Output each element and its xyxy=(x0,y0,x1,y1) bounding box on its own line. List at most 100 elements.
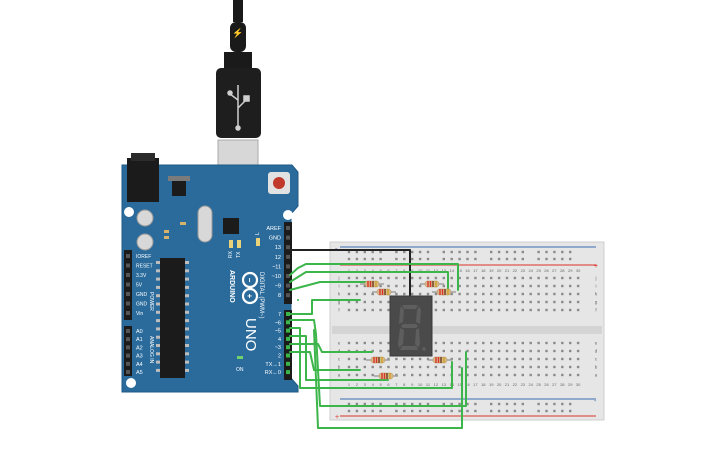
breadboard-hole[interactable] xyxy=(497,292,501,296)
breadboard-hole[interactable] xyxy=(466,284,469,288)
header-pin[interactable] xyxy=(126,273,130,277)
breadboard-hole[interactable] xyxy=(521,349,524,353)
breadboard-hole[interactable] xyxy=(403,284,406,288)
breadboard-hole[interactable] xyxy=(426,373,430,377)
breadboard-hole[interactable] xyxy=(521,284,524,288)
breadboard-hole[interactable] xyxy=(505,357,509,361)
breadboard-hole[interactable] xyxy=(371,341,374,345)
breadboard-hole[interactable] xyxy=(513,349,517,353)
breadboard-hole[interactable] xyxy=(418,276,422,280)
breadboard-hole[interactable] xyxy=(490,292,493,296)
breadboard-hole[interactable] xyxy=(466,373,469,377)
header-pin[interactable] xyxy=(126,254,130,258)
breadboard-hole[interactable] xyxy=(379,300,382,304)
breadboard-hole[interactable] xyxy=(529,284,532,288)
breadboard-hole[interactable] xyxy=(474,357,477,361)
breadboard-hole[interactable] xyxy=(545,300,548,304)
reset-button[interactable] xyxy=(273,177,285,189)
breadboard-hole[interactable] xyxy=(355,357,359,361)
wire-pin-10[interactable] xyxy=(289,271,449,291)
header-pin[interactable] xyxy=(286,235,290,240)
breadboard-hole[interactable] xyxy=(411,357,414,361)
breadboard-hole[interactable] xyxy=(466,365,469,369)
breadboard-hole[interactable] xyxy=(561,373,564,377)
breadboard-hole[interactable] xyxy=(537,365,540,369)
breadboard-hole[interactable] xyxy=(497,284,501,288)
header-pin[interactable] xyxy=(126,329,130,333)
breadboard-hole[interactable] xyxy=(545,250,548,254)
breadboard-hole[interactable] xyxy=(490,257,493,261)
breadboard-hole[interactable] xyxy=(442,349,445,353)
breadboard-hole[interactable] xyxy=(371,349,374,353)
breadboard-hole[interactable] xyxy=(537,276,540,280)
breadboard-hole[interactable] xyxy=(497,357,501,361)
breadboard-hole[interactable] xyxy=(497,341,501,345)
breadboard-hole[interactable] xyxy=(553,365,556,369)
breadboard-hole[interactable] xyxy=(576,365,580,369)
breadboard-hole[interactable] xyxy=(576,276,580,280)
breadboard-hole[interactable] xyxy=(442,308,445,312)
breadboard-hole[interactable] xyxy=(458,308,461,312)
breadboard-hole[interactable] xyxy=(387,365,390,369)
breadboard-hole[interactable] xyxy=(411,276,414,280)
breadboard-hole[interactable] xyxy=(505,284,509,288)
breadboard-hole[interactable] xyxy=(529,365,532,369)
wire-pin-5[interactable] xyxy=(289,327,453,389)
breadboard-hole[interactable] xyxy=(411,365,414,369)
breadboard-hole[interactable] xyxy=(545,349,548,353)
breadboard-hole[interactable] xyxy=(450,276,453,280)
breadboard-hole[interactable] xyxy=(442,365,445,369)
resistor[interactable] xyxy=(428,356,452,364)
breadboard-hole[interactable] xyxy=(497,250,501,254)
breadboard-hole[interactable] xyxy=(513,308,517,312)
breadboard-hole[interactable] xyxy=(576,349,580,353)
breadboard-hole[interactable] xyxy=(474,341,477,345)
breadboard-hole[interactable] xyxy=(505,349,509,353)
header-pin[interactable] xyxy=(126,353,130,358)
breadboard-hole[interactable] xyxy=(490,373,493,377)
breadboard-hole[interactable] xyxy=(482,300,485,304)
breadboard-hole[interactable] xyxy=(553,257,556,261)
breadboard-hole[interactable] xyxy=(529,357,532,361)
header-pin[interactable] xyxy=(286,345,290,350)
breadboard-hole[interactable] xyxy=(545,276,548,280)
breadboard-hole[interactable] xyxy=(521,292,524,296)
header-pin[interactable] xyxy=(286,328,290,333)
breadboard-hole[interactable] xyxy=(442,373,445,377)
wire-pin-dp[interactable] xyxy=(313,329,463,429)
breadboard-hole[interactable] xyxy=(395,365,398,369)
breadboard-hole[interactable] xyxy=(371,308,374,312)
breadboard-hole[interactable] xyxy=(497,409,501,413)
breadboard-hole[interactable] xyxy=(363,250,366,254)
breadboard-hole[interactable] xyxy=(482,308,485,312)
breadboard-hole[interactable] xyxy=(545,284,548,288)
breadboard-hole[interactable] xyxy=(521,409,524,413)
breadboard-hole[interactable] xyxy=(537,284,540,288)
breadboard-hole[interactable] xyxy=(505,365,509,369)
breadboard-hole[interactable] xyxy=(474,308,477,312)
breadboard-hole[interactable] xyxy=(426,365,430,369)
breadboard-hole[interactable] xyxy=(355,308,359,312)
header-pin[interactable] xyxy=(286,370,290,375)
breadboard-hole[interactable] xyxy=(371,365,374,369)
breadboard-hole[interactable] xyxy=(426,292,430,296)
breadboard-hole[interactable] xyxy=(379,284,382,288)
breadboard-hole[interactable] xyxy=(537,373,540,377)
breadboard-hole[interactable] xyxy=(355,284,359,288)
breadboard-hole[interactable] xyxy=(505,341,509,345)
breadboard-hole[interactable] xyxy=(576,357,580,361)
breadboard-hole[interactable] xyxy=(363,257,366,261)
header-pin[interactable] xyxy=(286,254,290,259)
breadboard-hole[interactable] xyxy=(347,284,351,288)
breadboard-hole[interactable] xyxy=(497,402,501,406)
breadboard-hole[interactable] xyxy=(529,300,532,304)
breadboard-hole[interactable] xyxy=(561,349,564,353)
breadboard-hole[interactable] xyxy=(363,300,366,304)
breadboard-hole[interactable] xyxy=(355,292,359,296)
breadboard-hole[interactable] xyxy=(513,402,517,406)
breadboard-hole[interactable] xyxy=(569,357,572,361)
breadboard-hole[interactable] xyxy=(569,292,572,296)
breadboard-hole[interactable] xyxy=(403,250,406,254)
breadboard-hole[interactable] xyxy=(458,341,461,345)
breadboard-hole[interactable] xyxy=(379,308,382,312)
